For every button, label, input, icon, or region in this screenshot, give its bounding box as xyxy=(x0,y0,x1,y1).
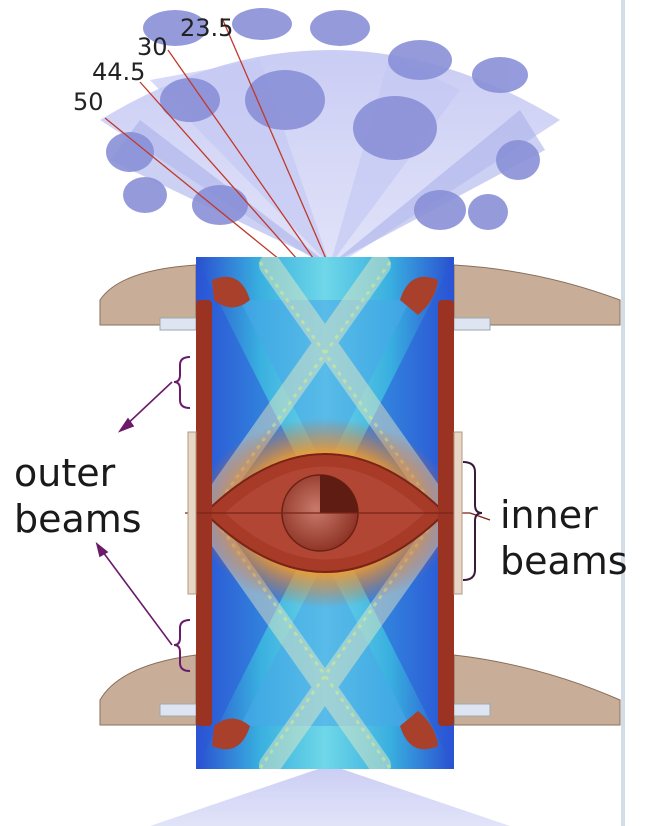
beam-port xyxy=(310,10,370,46)
beam-port xyxy=(232,8,292,40)
beam-port xyxy=(123,177,167,213)
outer-beams-label-line2: beams xyxy=(14,496,142,542)
angle-label-44-5: 44.5 xyxy=(92,60,145,84)
beam-port xyxy=(353,96,437,160)
inner-beam-bracket xyxy=(463,462,482,580)
beam-port xyxy=(472,57,528,93)
lower-beam-cones xyxy=(150,765,510,826)
beam-port xyxy=(496,140,540,180)
inner-beams-label-line2: beams xyxy=(500,538,628,584)
outer-beams-label-line1: outer xyxy=(14,450,142,496)
upper-beam-cones xyxy=(100,8,560,270)
beam-port xyxy=(388,40,452,80)
angle-label-30: 30 xyxy=(137,35,168,59)
beam-port xyxy=(192,185,248,225)
outer-beams-label: outer beams xyxy=(14,450,142,542)
angle-label-23-5: 23.5 xyxy=(180,16,233,40)
inner-beams-label: inner beams xyxy=(500,492,628,584)
right-edge-bar xyxy=(621,0,625,826)
beam-port xyxy=(468,194,508,230)
angle-label-50: 50 xyxy=(73,90,104,114)
inner-beams-label-line1: inner xyxy=(500,492,628,538)
beam-port xyxy=(414,190,466,230)
